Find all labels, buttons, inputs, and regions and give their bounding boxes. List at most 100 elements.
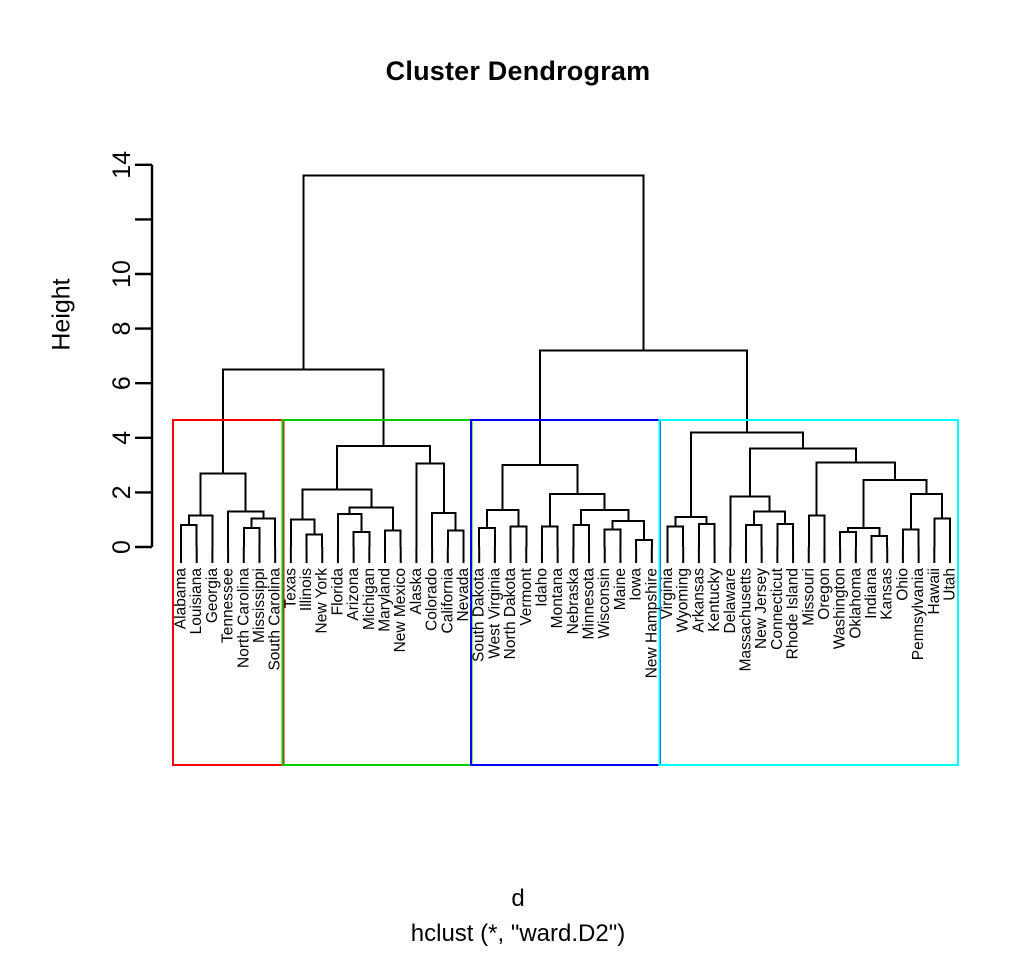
dendrogram-link: [674, 515, 708, 527]
leaf-label: Alaska: [408, 568, 425, 615]
cluster-rect-4: [658, 419, 960, 766]
dendrogram-link: [815, 461, 897, 516]
dendrogram-link: [807, 514, 826, 547]
leaf-label: Connecticut: [769, 567, 786, 650]
method-caption: hclust (*, "ward.D2"): [410, 920, 626, 947]
page-title: Cluster Dendrogram: [385, 56, 651, 86]
leaf-label: Pennsylvania: [910, 568, 927, 661]
leaf-label: Tennessee: [220, 568, 237, 643]
dendrogram-link: [305, 533, 324, 547]
leaf-label: Colorado: [424, 568, 441, 631]
dendrogram-link: [744, 524, 763, 547]
dendrogram-link: [748, 447, 857, 497]
dendrogram-link: [180, 524, 198, 547]
dendrogram-link: [384, 529, 402, 547]
dendrogram-link: [611, 520, 645, 541]
dendrogram-link: [603, 528, 622, 547]
dendrogram-link: [348, 506, 394, 531]
dendrogram-tree: [180, 174, 951, 563]
dendrogram-link: [302, 174, 645, 370]
leaf-label: Iowa: [628, 568, 645, 601]
dendrogram-link: [572, 524, 591, 547]
leaf-label: West Virginia: [486, 568, 503, 659]
leaf-label: South Dakota: [471, 568, 488, 662]
dendrogram-link: [486, 509, 520, 528]
leaf-label: North Dakota: [502, 568, 519, 660]
dendrogram-link: [415, 462, 445, 547]
dendrogram-link: [729, 495, 771, 547]
dendrogram-link: [478, 526, 496, 547]
y-tick-label: 2: [108, 485, 136, 499]
dendrogram-link: [501, 464, 579, 511]
leaf-label: New Jersey: [753, 568, 770, 649]
dendrogram-link: [666, 525, 685, 547]
leaf-label: Montana: [549, 568, 566, 629]
y-tick-label: 10: [108, 260, 136, 288]
dendrogram-link: [289, 518, 316, 547]
dendrogram-link: [540, 525, 559, 547]
dendrogram-link: [901, 528, 920, 547]
dendrogram-link: [352, 530, 371, 547]
leaf-label: New Hampshire: [643, 568, 660, 678]
leaf-label: New Mexico: [392, 568, 409, 652]
leaf-label: Minnesota: [581, 568, 598, 640]
y-tick-label: 8: [108, 322, 136, 336]
y-tick-label: 0: [108, 540, 136, 554]
dendrogram-link: [250, 517, 277, 547]
dendrogram-link: [222, 368, 385, 474]
dendrogram-link: [227, 510, 265, 547]
leaf-label: Ohio: [894, 568, 911, 601]
leaf-label: North Carolina: [235, 568, 252, 668]
leaf-label: Wyoming: [675, 568, 692, 632]
leaf-label: Rhode Island: [785, 568, 802, 659]
leaf-label: Alabama: [173, 568, 190, 630]
dendrogram-link: [839, 530, 857, 547]
leaf-label: Nebraska: [565, 568, 582, 635]
y-tick-label: 4: [108, 431, 136, 445]
leaf-label: Nevada: [455, 568, 472, 622]
leaf-label: Texas: [282, 568, 299, 609]
dendrogram-link: [933, 517, 951, 547]
leaf-label: Maryland: [377, 568, 394, 632]
leaf-label: Kansas: [879, 568, 896, 620]
leaf-label: Indiana: [863, 568, 880, 619]
y-axis: 0 2 4 6 8 10 14: [108, 151, 154, 554]
y-tick-label: 14: [108, 151, 136, 179]
leaf-label: Arkansas: [690, 568, 707, 633]
leaf-label: California: [439, 568, 456, 634]
x-axis-label: d: [511, 885, 525, 912]
dendrogram-link: [199, 472, 247, 516]
dendrogram-link: [336, 513, 363, 547]
dendrogram-link: [690, 431, 804, 517]
leaf-label: Washington: [832, 568, 849, 649]
leaf-label: Vermont: [518, 567, 535, 625]
leaf-label: Missouri: [800, 568, 817, 626]
leaf-label: New York: [314, 568, 331, 634]
leaf-label: Virginia: [659, 568, 676, 620]
leaf-label: Georgia: [204, 568, 221, 624]
leaf-label: Mississippi: [251, 568, 268, 643]
cluster-rectangles: [171, 419, 960, 766]
leaf-label: Louisiana: [188, 568, 205, 635]
leaf-label: Wisconsin: [596, 568, 613, 639]
leaf-label: Massachusetts: [737, 568, 754, 672]
leaf-label: Oregon: [816, 568, 833, 620]
dendrogram-link: [187, 514, 214, 547]
dendrogram-link: [862, 479, 928, 528]
leaf-label: Illinois: [298, 568, 315, 611]
dendrogram-link: [580, 509, 630, 526]
dendrogram-link: [697, 522, 716, 547]
dendrogram-link: [242, 526, 261, 547]
leaf-label: South Carolina: [267, 568, 284, 671]
y-tick-label: 6: [108, 376, 136, 390]
leaf-label: Arizona: [345, 568, 362, 621]
leaf-label: Oklahoma: [847, 568, 864, 639]
leaf-label: Idaho: [533, 568, 550, 607]
leaf-label: Maine: [612, 568, 629, 610]
dendrogram-link: [538, 349, 748, 466]
dendrogram-link: [870, 535, 889, 547]
leaf-label: Michigan: [361, 568, 378, 630]
